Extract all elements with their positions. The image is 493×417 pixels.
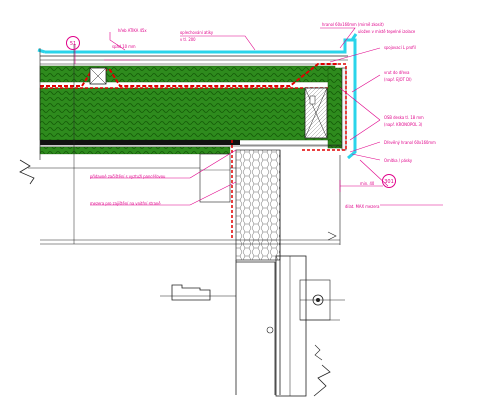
label-atika: hřeb ATIKA 45x bbox=[118, 28, 147, 33]
label-spoj: spojovací L profil bbox=[384, 45, 416, 50]
roof-membrane bbox=[45, 38, 357, 160]
label-rozmer2: dilat. MAX mezera bbox=[345, 204, 380, 209]
label-spad: spád 10 mm bbox=[112, 44, 136, 49]
edge-insulation bbox=[327, 67, 343, 149]
detail-marker-left: 51 bbox=[66, 36, 80, 50]
label-vrut: vrut do dřeva bbox=[384, 70, 410, 75]
label-hranol2: uložen v místě tepelné izolace bbox=[358, 29, 416, 34]
upper-insulation bbox=[39, 65, 336, 83]
masonry-wall bbox=[235, 149, 281, 261]
label-vrut2: (např. EJOT DI) bbox=[384, 77, 412, 82]
main-insulation bbox=[39, 87, 341, 141]
label-osb: OSB deska tl. 18 mm bbox=[384, 115, 424, 120]
label-pricel: přídavné začištění s vyztuží pancéřovou bbox=[90, 174, 166, 179]
label-mezera: mezera pro zajištění na vnitřní straně bbox=[90, 201, 161, 206]
membrane-end-top bbox=[350, 33, 358, 41]
red-line-upper bbox=[40, 63, 338, 87]
label-hranol-b: Dřevěný hranol 60x160mm bbox=[384, 140, 436, 145]
label-oplechovani: oplechování atiky bbox=[180, 30, 214, 35]
slab-black bbox=[40, 140, 240, 145]
steel-angle bbox=[171, 284, 211, 301]
label-hranol: hranol 60x160mm (mirně zkosit) bbox=[322, 22, 384, 27]
detail-marker-right: 301 bbox=[382, 174, 396, 188]
label-osb2: (např. KRONOPOL 3) bbox=[384, 122, 423, 127]
label-omitka: Omítka / pásky bbox=[384, 158, 413, 163]
label-mirne: v tl. 200 bbox=[180, 37, 196, 42]
membrane-end-left bbox=[37, 48, 46, 54]
label-rozmer1: min. 40 bbox=[360, 181, 375, 186]
